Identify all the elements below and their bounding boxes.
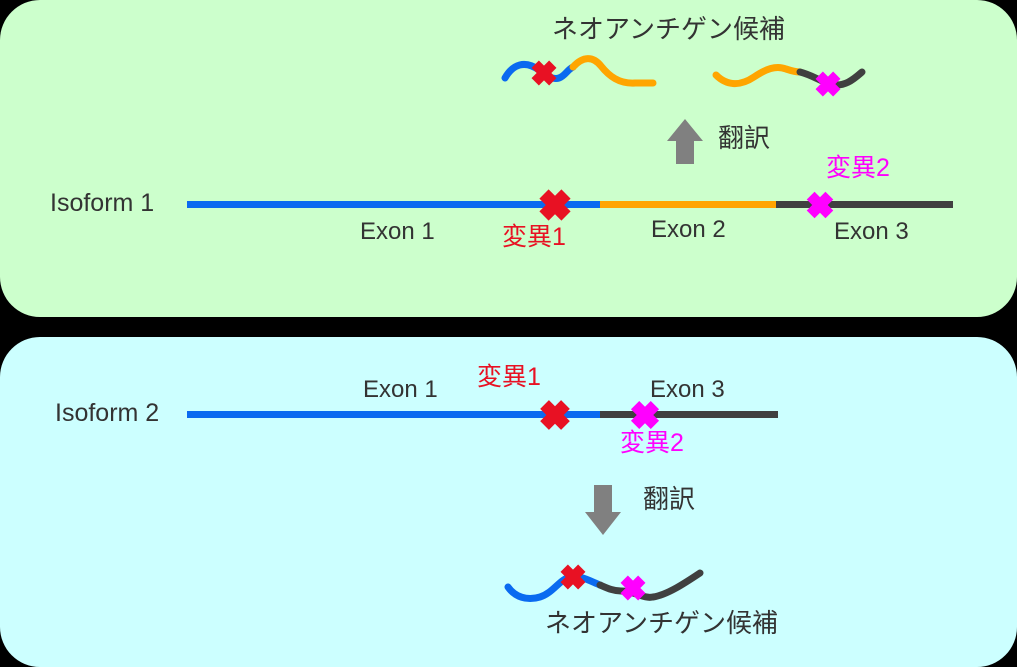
arrow-stem bbox=[594, 485, 612, 512]
isoform1-exon1-segment bbox=[187, 201, 600, 208]
mutation2-x-icon-peptide-top bbox=[815, 71, 841, 97]
arrow-stem bbox=[676, 141, 694, 164]
peptide-mutation1-icon bbox=[501, 55, 657, 87]
mutation2-x-icon-isoform2 bbox=[630, 400, 660, 430]
exon1-label-isoform2: Exon 1 bbox=[363, 376, 438, 403]
arrow-head bbox=[667, 119, 703, 141]
mutation2-label-isoform1: 変異2 bbox=[826, 154, 890, 182]
isoform1-panel: ネオアンチゲン候補 翻訳 変異2 Isoform 1 bbox=[0, 0, 1017, 317]
arrow-head bbox=[585, 512, 621, 535]
neoantigen-candidate-title-top: ネオアンチゲン候補 bbox=[552, 14, 785, 44]
exon3-label-isoform2: Exon 3 bbox=[650, 376, 725, 403]
translation-down-arrow-icon bbox=[585, 485, 621, 535]
exon3-label-isoform1: Exon 3 bbox=[834, 218, 909, 245]
exon1-label-isoform1: Exon 1 bbox=[360, 218, 435, 245]
mutation1-label-isoform2: 変異1 bbox=[477, 363, 541, 391]
mutation1-x-icon-isoform1 bbox=[539, 189, 571, 221]
peptide-mutation2-icon bbox=[712, 63, 866, 89]
mutation2-x-icon-peptide-bottom bbox=[620, 575, 646, 601]
isoform2-label: Isoform 2 bbox=[55, 399, 160, 427]
mutation2-label-isoform2: 変異2 bbox=[620, 429, 684, 457]
exon2-label-isoform1: Exon 2 bbox=[651, 216, 726, 243]
peptide-exon3-segment bbox=[596, 569, 704, 601]
isoform2-exon3-segment bbox=[600, 411, 778, 418]
isoform1-exon2-segment bbox=[600, 201, 776, 208]
translation-up-arrow-icon bbox=[667, 119, 703, 164]
isoform1-label: Isoform 1 bbox=[50, 189, 155, 217]
mutation2-x-icon-isoform1 bbox=[806, 191, 834, 219]
mutation1-x-icon-peptide-bottom bbox=[560, 564, 586, 590]
neoantigen-candidate-title-bottom: ネオアンチゲン候補 bbox=[545, 608, 778, 638]
peptide-fusion-icon bbox=[504, 569, 704, 603]
mutation1-label-isoform1: 変異1 bbox=[502, 223, 566, 251]
mutation1-x-icon-peptide-top bbox=[531, 60, 557, 86]
isoform2-exon1-segment bbox=[187, 411, 600, 418]
translation-label-top: 翻訳 bbox=[718, 123, 771, 153]
peptide-exon1-segment bbox=[504, 573, 604, 603]
translation-label-bottom: 翻訳 bbox=[643, 484, 696, 514]
peptide-exon2-segment bbox=[712, 63, 804, 87]
mutation1-x-icon-isoform2 bbox=[540, 400, 570, 430]
isoform1-exon3-segment bbox=[776, 201, 953, 208]
peptide-exon2-segment bbox=[569, 55, 657, 87]
isoform2-panel: Exon 1 変異1 Exon 3 Isoform 2 変異2 翻訳 bbox=[0, 337, 1017, 667]
